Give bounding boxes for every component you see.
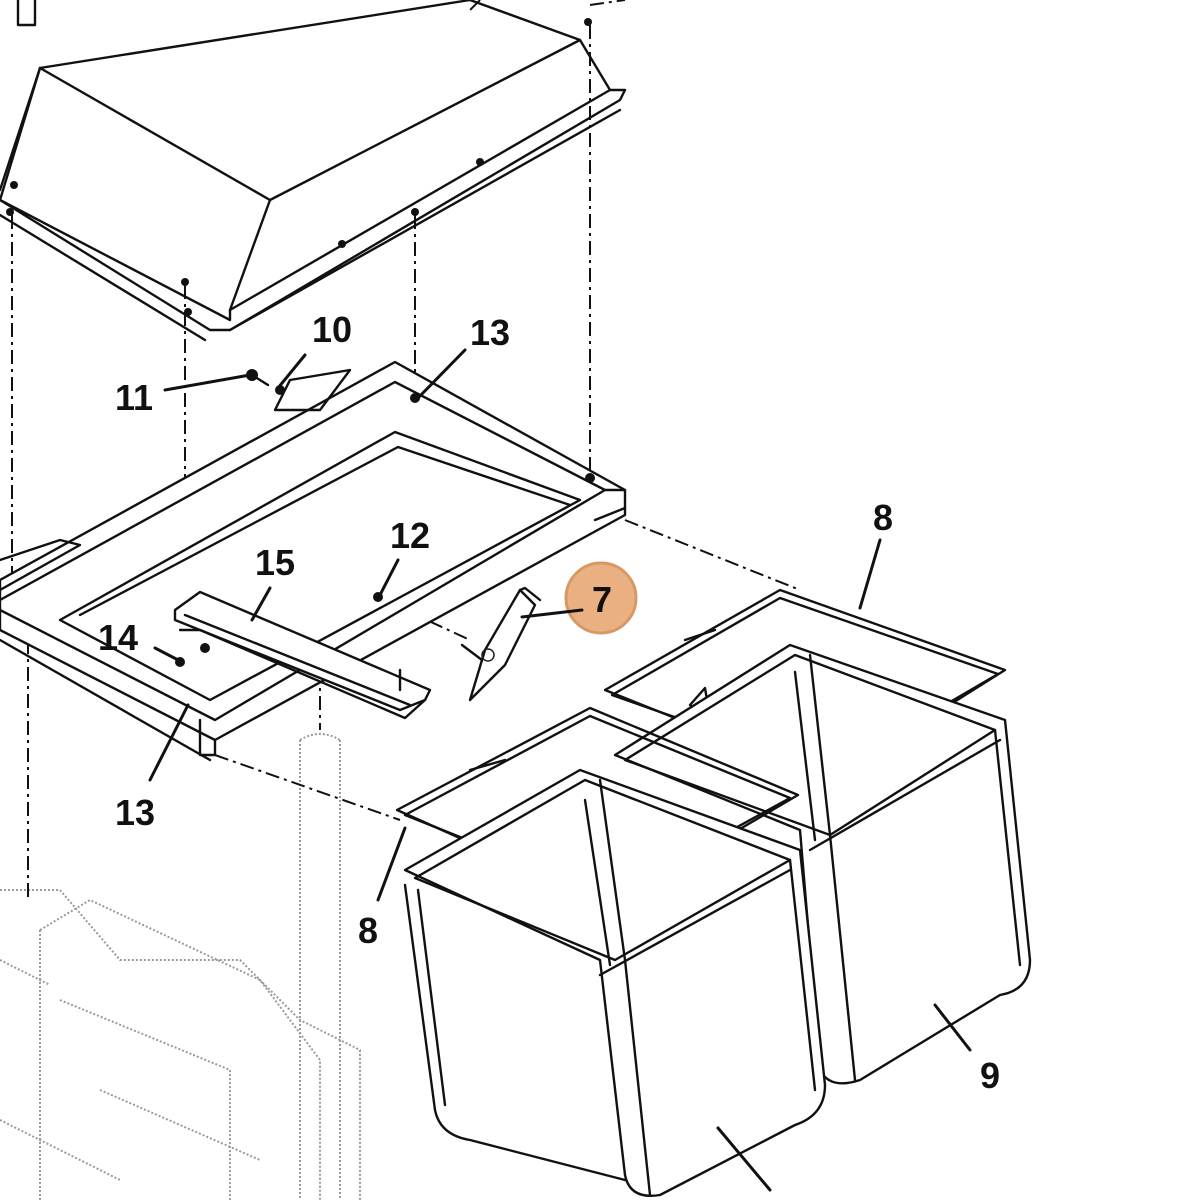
callout-9: 9 <box>980 1055 1000 1096</box>
callout-13-top: 13 <box>470 312 510 353</box>
callout-12: 12 <box>390 515 430 556</box>
callout-8-right: 8 <box>873 497 893 538</box>
bag-left <box>403 768 827 1197</box>
callout-7: 7 <box>592 579 612 620</box>
callout-11: 11 <box>115 377 153 418</box>
hood-cover <box>0 0 627 342</box>
callout-10: 10 <box>312 309 352 350</box>
frame-tray <box>0 360 627 762</box>
highlight-marker <box>564 561 638 635</box>
callout-8-left: 8 <box>358 910 378 951</box>
mower-body-ghost <box>0 733 361 1200</box>
callout-13-bottom: 13 <box>115 792 155 833</box>
hardware <box>175 369 595 667</box>
leader-lines <box>148 348 972 1192</box>
callout-14: 14 <box>98 617 138 658</box>
cross-rail <box>173 590 432 720</box>
callout-labels: 10 13 11 12 15 14 13 7 8 8 9 <box>98 309 1000 1096</box>
callout-15: 15 <box>255 542 295 583</box>
bracket-part-7 <box>460 586 542 702</box>
